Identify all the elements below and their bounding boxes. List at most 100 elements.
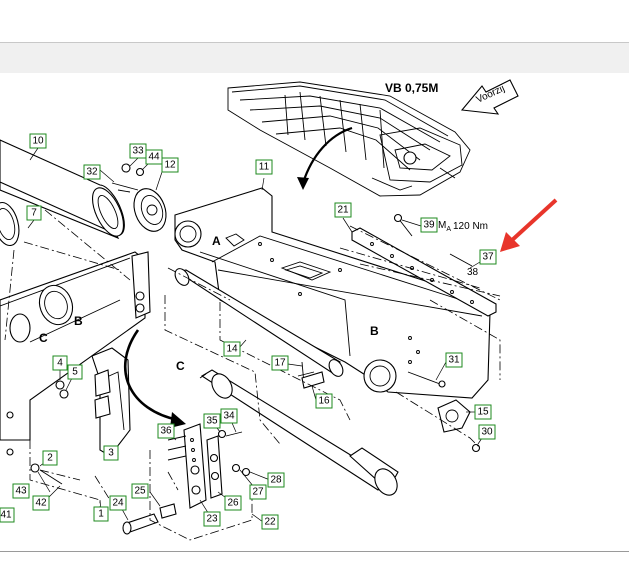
- nut-part-33: [121, 163, 131, 173]
- callout-36: 36: [157, 423, 175, 439]
- callout-5: 5: [67, 364, 83, 380]
- callout-34: 34: [220, 408, 238, 424]
- callout-17: 17: [271, 355, 289, 371]
- main-frame-part-11: [174, 187, 491, 399]
- bolt-head-part-39: [393, 213, 403, 223]
- torque-symbol: MA: [438, 220, 451, 233]
- svg-text:42: 42: [35, 498, 47, 509]
- callout-1: 1: [93, 506, 109, 522]
- callout-11: 11: [255, 159, 273, 175]
- bolt-part-34: [225, 431, 243, 437]
- svg-text:15: 15: [477, 407, 489, 418]
- callout-35: 35: [203, 413, 221, 429]
- view-letter-c-right: C: [176, 359, 185, 373]
- torque-value: 120 Nm: [453, 221, 488, 232]
- clip-part-16: [301, 371, 325, 389]
- view-letter-a: A: [212, 234, 221, 248]
- svg-text:24: 24: [112, 498, 124, 509]
- callout-32: 32: [83, 164, 101, 180]
- callout-16: 16: [315, 393, 333, 409]
- drawing-title: VB 0,75M: [385, 81, 438, 95]
- svg-text:35: 35: [206, 416, 218, 427]
- svg-text:23: 23: [206, 514, 218, 525]
- washer-part-35: [217, 429, 227, 439]
- view-letter-c-left: C: [39, 331, 48, 345]
- svg-text:44: 44: [148, 152, 160, 163]
- svg-text:3: 3: [108, 448, 114, 459]
- view-letter-b-right: B: [370, 324, 379, 338]
- svg-text:37: 37: [482, 252, 494, 263]
- svg-text:7: 7: [31, 208, 37, 219]
- pins-part-36: [167, 435, 187, 461]
- svg-text:4: 4: [57, 358, 63, 369]
- callout-14: 14: [223, 341, 241, 357]
- view-letter-b-left: B: [74, 314, 83, 328]
- svg-text:31: 31: [448, 355, 460, 366]
- svg-text:30: 30: [481, 427, 493, 438]
- flange-part-12: [133, 188, 167, 232]
- left-side-plate: [0, 201, 146, 441]
- bearing-part-15: [437, 399, 471, 433]
- rod-part-38: [449, 253, 473, 267]
- svg-text:33: 33: [132, 146, 144, 157]
- highlight-arrowhead: [500, 232, 520, 252]
- callout-2: 2: [42, 450, 58, 466]
- bolt-part-32: [111, 182, 139, 193]
- svg-text:21: 21: [337, 205, 349, 216]
- callout-22: 22: [261, 514, 279, 530]
- pin-head-part-24: [122, 521, 132, 535]
- svg-text:1: 1: [98, 509, 104, 520]
- bolt-part-42: [39, 469, 63, 485]
- detail-pointer-arrow: [123, 329, 179, 422]
- tube-part-10: [0, 139, 125, 240]
- viewer-bottom-border: [0, 551, 629, 552]
- front-direction-arrow: Voorzij: [460, 79, 519, 115]
- svg-text:17: 17: [274, 358, 286, 369]
- small-washer-left: [6, 411, 14, 419]
- svg-text:22: 22: [264, 517, 276, 528]
- svg-text:39: 39: [423, 220, 435, 231]
- callout-43: 43: [12, 483, 30, 499]
- svg-text:25: 25: [134, 486, 146, 497]
- svg-text:43: 43: [15, 486, 27, 497]
- hinge-plate-part-23: [183, 423, 207, 509]
- svg-text:10: 10: [32, 136, 44, 147]
- svg-text:34: 34: [223, 411, 235, 422]
- callout-44: 44: [145, 149, 163, 165]
- callout-26: 26: [224, 495, 242, 511]
- viewer-toolbar: [0, 42, 629, 74]
- spacer-part-25: [159, 503, 177, 519]
- highlight-arrow-shaft: [508, 198, 558, 244]
- svg-text:11: 11: [259, 162, 270, 173]
- washer-part-30: [471, 443, 481, 453]
- svg-text:36: 36: [160, 426, 172, 437]
- callout-15: 15: [474, 404, 492, 420]
- callout-31: 31: [445, 352, 463, 368]
- callout-30: 30: [478, 424, 496, 440]
- callout-12: 12: [161, 157, 179, 173]
- window-top-area: [0, 0, 629, 42]
- callout-21: 21: [334, 202, 352, 218]
- callout-27: 27: [249, 484, 267, 500]
- bolt-part-4: [55, 380, 65, 390]
- small-washer-left-2: [6, 448, 14, 456]
- svg-text:14: 14: [226, 344, 238, 355]
- nut-part-27: [231, 463, 241, 473]
- viewer-footer: [0, 552, 629, 581]
- roller-shaft: [199, 369, 399, 496]
- callout-3: 3: [103, 445, 119, 461]
- washer-part-5: [59, 389, 69, 399]
- svg-text:27: 27: [252, 487, 264, 498]
- inset-pointer-arrow: [301, 126, 353, 184]
- machine-overview-inset: [227, 81, 471, 197]
- bolt-part-31: [407, 371, 441, 385]
- plate-part-26: [206, 435, 223, 499]
- callout-37: 37: [479, 249, 497, 265]
- svg-text:12: 12: [164, 160, 176, 171]
- bolt-head-part-31: [438, 380, 446, 388]
- svg-text:28: 28: [270, 475, 282, 486]
- svg-text:32: 32: [86, 167, 98, 178]
- callout-33: 33: [129, 143, 147, 159]
- washer-part-43: [30, 463, 40, 473]
